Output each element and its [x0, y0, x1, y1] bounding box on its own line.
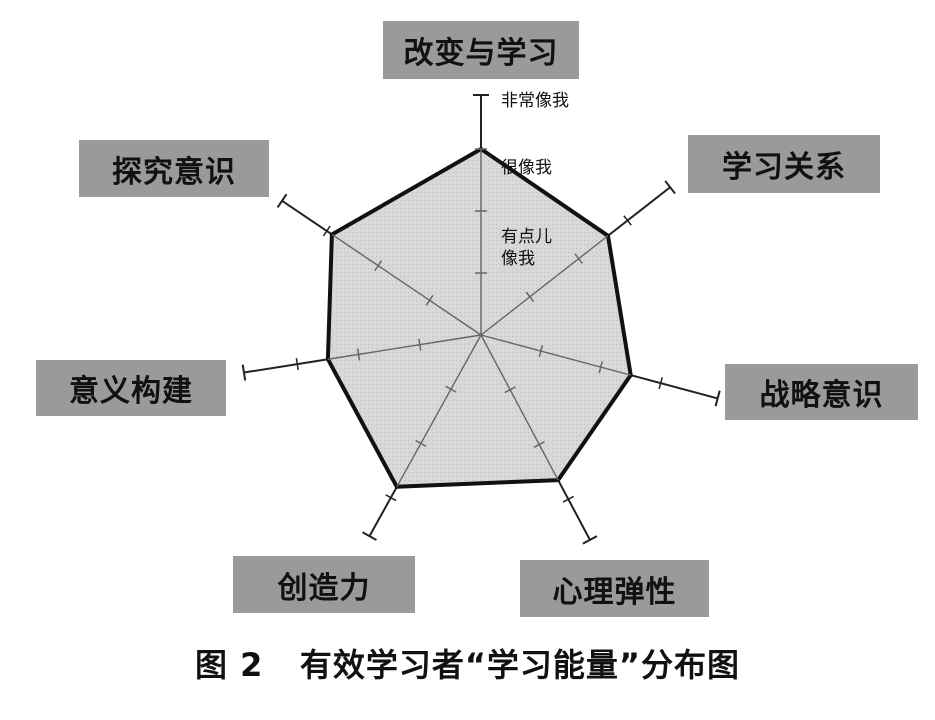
axis-label-3: 心理弹性 — [520, 560, 709, 617]
axis-tick-4-2 — [415, 439, 427, 448]
axis-label-1: 学习关系 — [688, 135, 880, 193]
axis-label-5: 意义构建 — [36, 360, 226, 416]
axis-cap-4 — [362, 531, 377, 541]
axis-tick-4-1 — [445, 385, 457, 393]
axis-tick-5-3 — [295, 358, 299, 371]
axis-inner-1 — [480, 235, 609, 336]
scale-label-1: 很像我 — [501, 158, 552, 178]
figure-title: 有效学习者“学习能量”分布图 — [299, 646, 740, 684]
axis-label-2: 战略意识 — [725, 364, 918, 420]
axis-tick-2-3 — [658, 377, 663, 390]
axis-tick-2-2 — [598, 361, 604, 374]
caption-spacer — [263, 646, 299, 684]
axis-cap-3 — [582, 535, 598, 545]
axis-cap-1 — [664, 180, 676, 195]
axis-inner-5 — [327, 334, 482, 360]
axis-tick-3-3 — [562, 495, 574, 503]
axis-cap-6 — [276, 193, 288, 208]
axis-tick-3-2 — [533, 441, 545, 448]
axis-tick-5-1 — [418, 338, 422, 351]
scale-label-2: 非常像我 — [501, 91, 569, 111]
axis-tick-6-1 — [425, 294, 434, 306]
axis-label-6: 探究意识 — [79, 140, 269, 197]
axis-inner-6 — [331, 233, 482, 336]
axis-tick-1-1 — [525, 291, 535, 303]
axis-cap-5 — [241, 364, 247, 381]
axis-label-0: 改变与学习 — [383, 21, 579, 79]
scale-label-0: 有点儿像我 — [501, 227, 552, 269]
axis-cap-2 — [714, 390, 721, 407]
profile-polygon — [325, 147, 633, 489]
axis-tick-5-2 — [356, 348, 361, 361]
axis-tick-6-3 — [322, 225, 331, 237]
figure-caption: 图 2 有效学习者“学习能量”分布图 — [0, 640, 935, 686]
axis-tick-2-1 — [538, 345, 544, 358]
axis-tick-1-2 — [574, 253, 583, 264]
axis-inner-2 — [480, 334, 631, 376]
axis-tick-1-3 — [623, 215, 632, 226]
radar-chart: 有点儿像我 很像我 非常像我 — [241, 91, 721, 545]
axis-tick-3-1 — [504, 386, 516, 394]
figure-number: 图 2 — [195, 646, 264, 684]
axis-label-4: 创造力 — [233, 556, 415, 613]
axis-inner-4 — [396, 334, 482, 488]
axis-tick-6-2 — [374, 260, 383, 272]
axis-tick-4-3 — [385, 494, 397, 502]
axis-inner-3 — [480, 334, 559, 481]
